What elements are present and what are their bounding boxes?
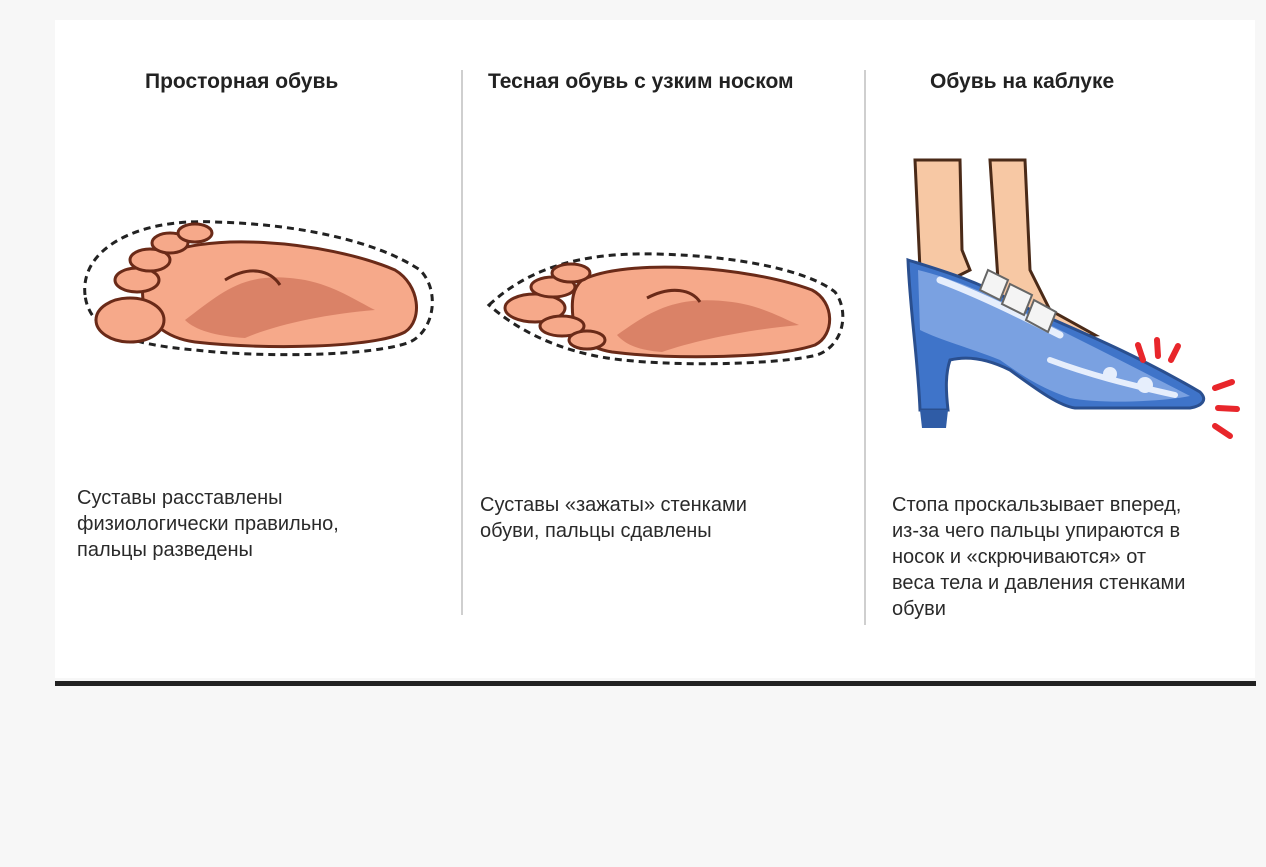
divider-2 [864,70,866,625]
caption-heel: Стопа проскальзывает вперед, из-за чего … [892,494,1186,620]
infographic-card: Просторная обувь Суставы расставлены физ… [55,20,1255,678]
caption-tight: Суставы «зажаты» стенками обуви, пальцы … [480,494,747,542]
panel-title-spacious: Просторная обувь [145,70,339,93]
bottom-rule [55,681,1256,686]
pain-marks [1135,337,1240,439]
divider-1 [461,70,463,615]
heel-shoe-illustration [906,158,1240,439]
caption-spacious: Суставы расставлены физиологически прави… [77,487,339,561]
panel-title-tight: Тесная обувь с узким носком [488,70,794,93]
foot-spacious-illustration [83,220,434,357]
foot-tight-illustration [486,252,845,366]
panel-title-heel: Обувь на каблуке [930,70,1115,93]
